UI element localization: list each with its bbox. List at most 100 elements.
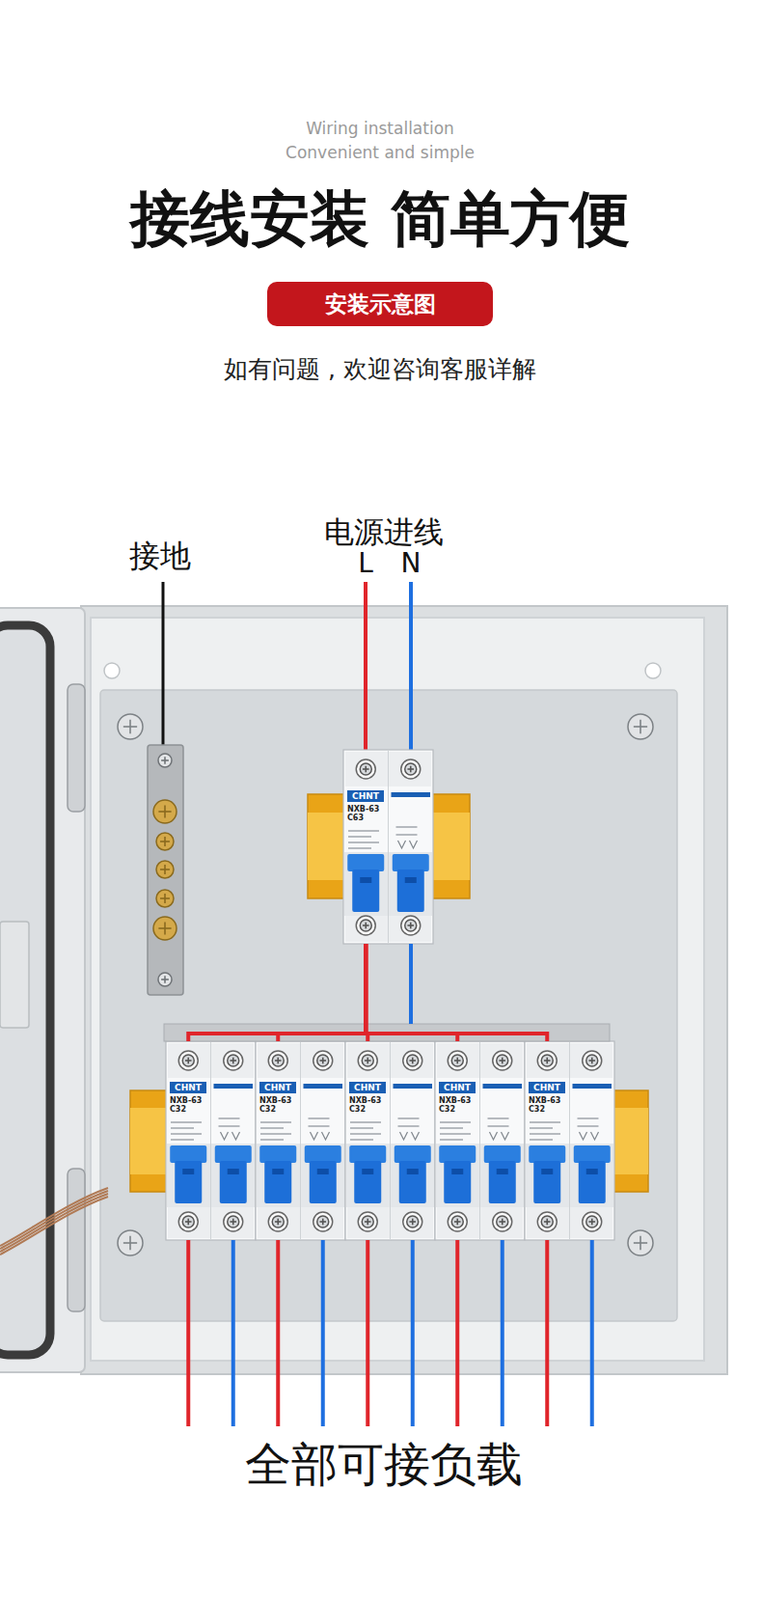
contact-symbol <box>579 1131 599 1140</box>
fine-print <box>398 1116 420 1118</box>
screw-slot <box>129 719 132 734</box>
live-wire <box>544 1239 549 1426</box>
neutral-wire <box>590 1239 595 1426</box>
screw <box>361 1215 374 1227</box>
neutral-wire <box>408 581 413 751</box>
pole-band <box>483 1083 523 1089</box>
pole-divider <box>389 1040 391 1240</box>
fine-print <box>260 1132 292 1134</box>
screw-slot <box>639 1235 642 1250</box>
toggle-cap <box>394 1144 432 1163</box>
screw-slot <box>163 921 166 934</box>
mounting-hole <box>104 662 120 679</box>
toggle-cap <box>484 1144 521 1163</box>
screw <box>227 1054 240 1066</box>
branch-breaker: CHNTNXB-63 C32 <box>255 1040 346 1240</box>
screw-slot <box>545 1057 548 1064</box>
toggle-lever <box>353 1160 381 1203</box>
fine-print <box>529 1126 553 1128</box>
brand-label: CHNT <box>349 1081 386 1093</box>
cabinet-frame <box>90 617 705 1361</box>
screw-slot <box>591 1218 594 1225</box>
toggle-slot <box>541 1168 553 1174</box>
toggle-cap <box>259 1144 297 1163</box>
fine-print <box>529 1132 561 1134</box>
fine-print <box>577 1116 599 1118</box>
screw-slot <box>501 1057 504 1064</box>
terminal-screw <box>492 1050 513 1070</box>
breaker-housing <box>165 1040 256 1240</box>
neutral-wire <box>408 943 413 1024</box>
subtitle-en: Convenient and simple <box>285 143 475 164</box>
branch-breaker: CHNTNXB-63 C32 <box>524 1040 615 1240</box>
screw-slot <box>366 1218 369 1225</box>
screw <box>627 1229 654 1255</box>
screw-slot <box>163 975 166 983</box>
terminal-screw <box>355 759 376 779</box>
caption-label: 全部可接负载 <box>244 1437 523 1491</box>
toggle-lever <box>533 1160 561 1203</box>
screw <box>227 1215 240 1227</box>
terminal-screw <box>357 1211 378 1231</box>
terminal-screw <box>582 1050 602 1070</box>
fine-print <box>260 1120 292 1122</box>
main-breaker: CHNTNXB-63 C63 <box>343 749 434 944</box>
screw <box>407 1054 419 1066</box>
toggle-lever <box>578 1160 606 1203</box>
fine-print <box>439 1120 471 1122</box>
toggle-slot <box>407 1168 419 1174</box>
toggle-slot <box>227 1168 240 1174</box>
toggle-cap <box>169 1144 207 1163</box>
terminal-screw <box>582 1211 602 1231</box>
note-text: 如有问题 , 欢迎咨询客服详解 <box>223 355 537 384</box>
model-label: NXB-63 C32 <box>438 1095 480 1114</box>
toggle-lever <box>352 869 380 912</box>
neutral-wire <box>231 1239 236 1426</box>
screw <box>627 713 654 739</box>
screw-slot <box>364 922 367 929</box>
fine-print <box>308 1124 330 1126</box>
page-title: 接线安装 简单方便 <box>130 184 630 253</box>
terminal-screw <box>492 1211 513 1231</box>
screw <box>496 1215 509 1227</box>
toggle-slot <box>451 1168 463 1174</box>
screw-slot <box>364 765 367 773</box>
screw <box>153 916 177 940</box>
branch-breaker: CHNTNXB-63 C32 <box>165 1040 256 1240</box>
live-wire <box>363 581 368 751</box>
terminal-screw <box>313 1050 333 1070</box>
pole-divider <box>569 1040 571 1240</box>
fine-print <box>529 1138 553 1140</box>
screw-slot <box>232 1057 235 1064</box>
screw <box>182 1215 194 1227</box>
fine-print <box>348 829 380 831</box>
fine-print <box>439 1126 463 1128</box>
toggle-cap <box>347 853 384 871</box>
bus-wire <box>365 943 547 1041</box>
fine-print <box>350 1132 381 1134</box>
screw-slot <box>639 719 642 734</box>
bus-wire <box>188 943 366 1041</box>
live-wire <box>365 1239 370 1426</box>
terminal-screw <box>537 1211 557 1231</box>
fine-print <box>350 1120 381 1122</box>
model-label: NXB-63 C63 <box>347 804 388 822</box>
toggle-cap <box>528 1144 566 1163</box>
fine-print <box>529 1120 561 1122</box>
neutral-wire <box>500 1239 505 1426</box>
grounding-bar <box>147 744 184 995</box>
fine-print <box>396 825 418 827</box>
breaker-housing <box>343 749 434 944</box>
screw-slot <box>163 756 166 764</box>
model-label: NXB-63 C32 <box>349 1095 390 1114</box>
callout-label: 接地 <box>129 538 191 574</box>
fine-print <box>398 1124 420 1126</box>
screw <box>586 1215 599 1227</box>
fine-print <box>439 1132 471 1134</box>
brand-label: CHNT <box>169 1081 207 1093</box>
model-label: NXB-63 C32 <box>528 1095 570 1114</box>
screw <box>158 753 172 767</box>
neutral-wire <box>410 1239 415 1426</box>
screw <box>117 1229 143 1255</box>
door-hinge <box>67 1168 85 1311</box>
